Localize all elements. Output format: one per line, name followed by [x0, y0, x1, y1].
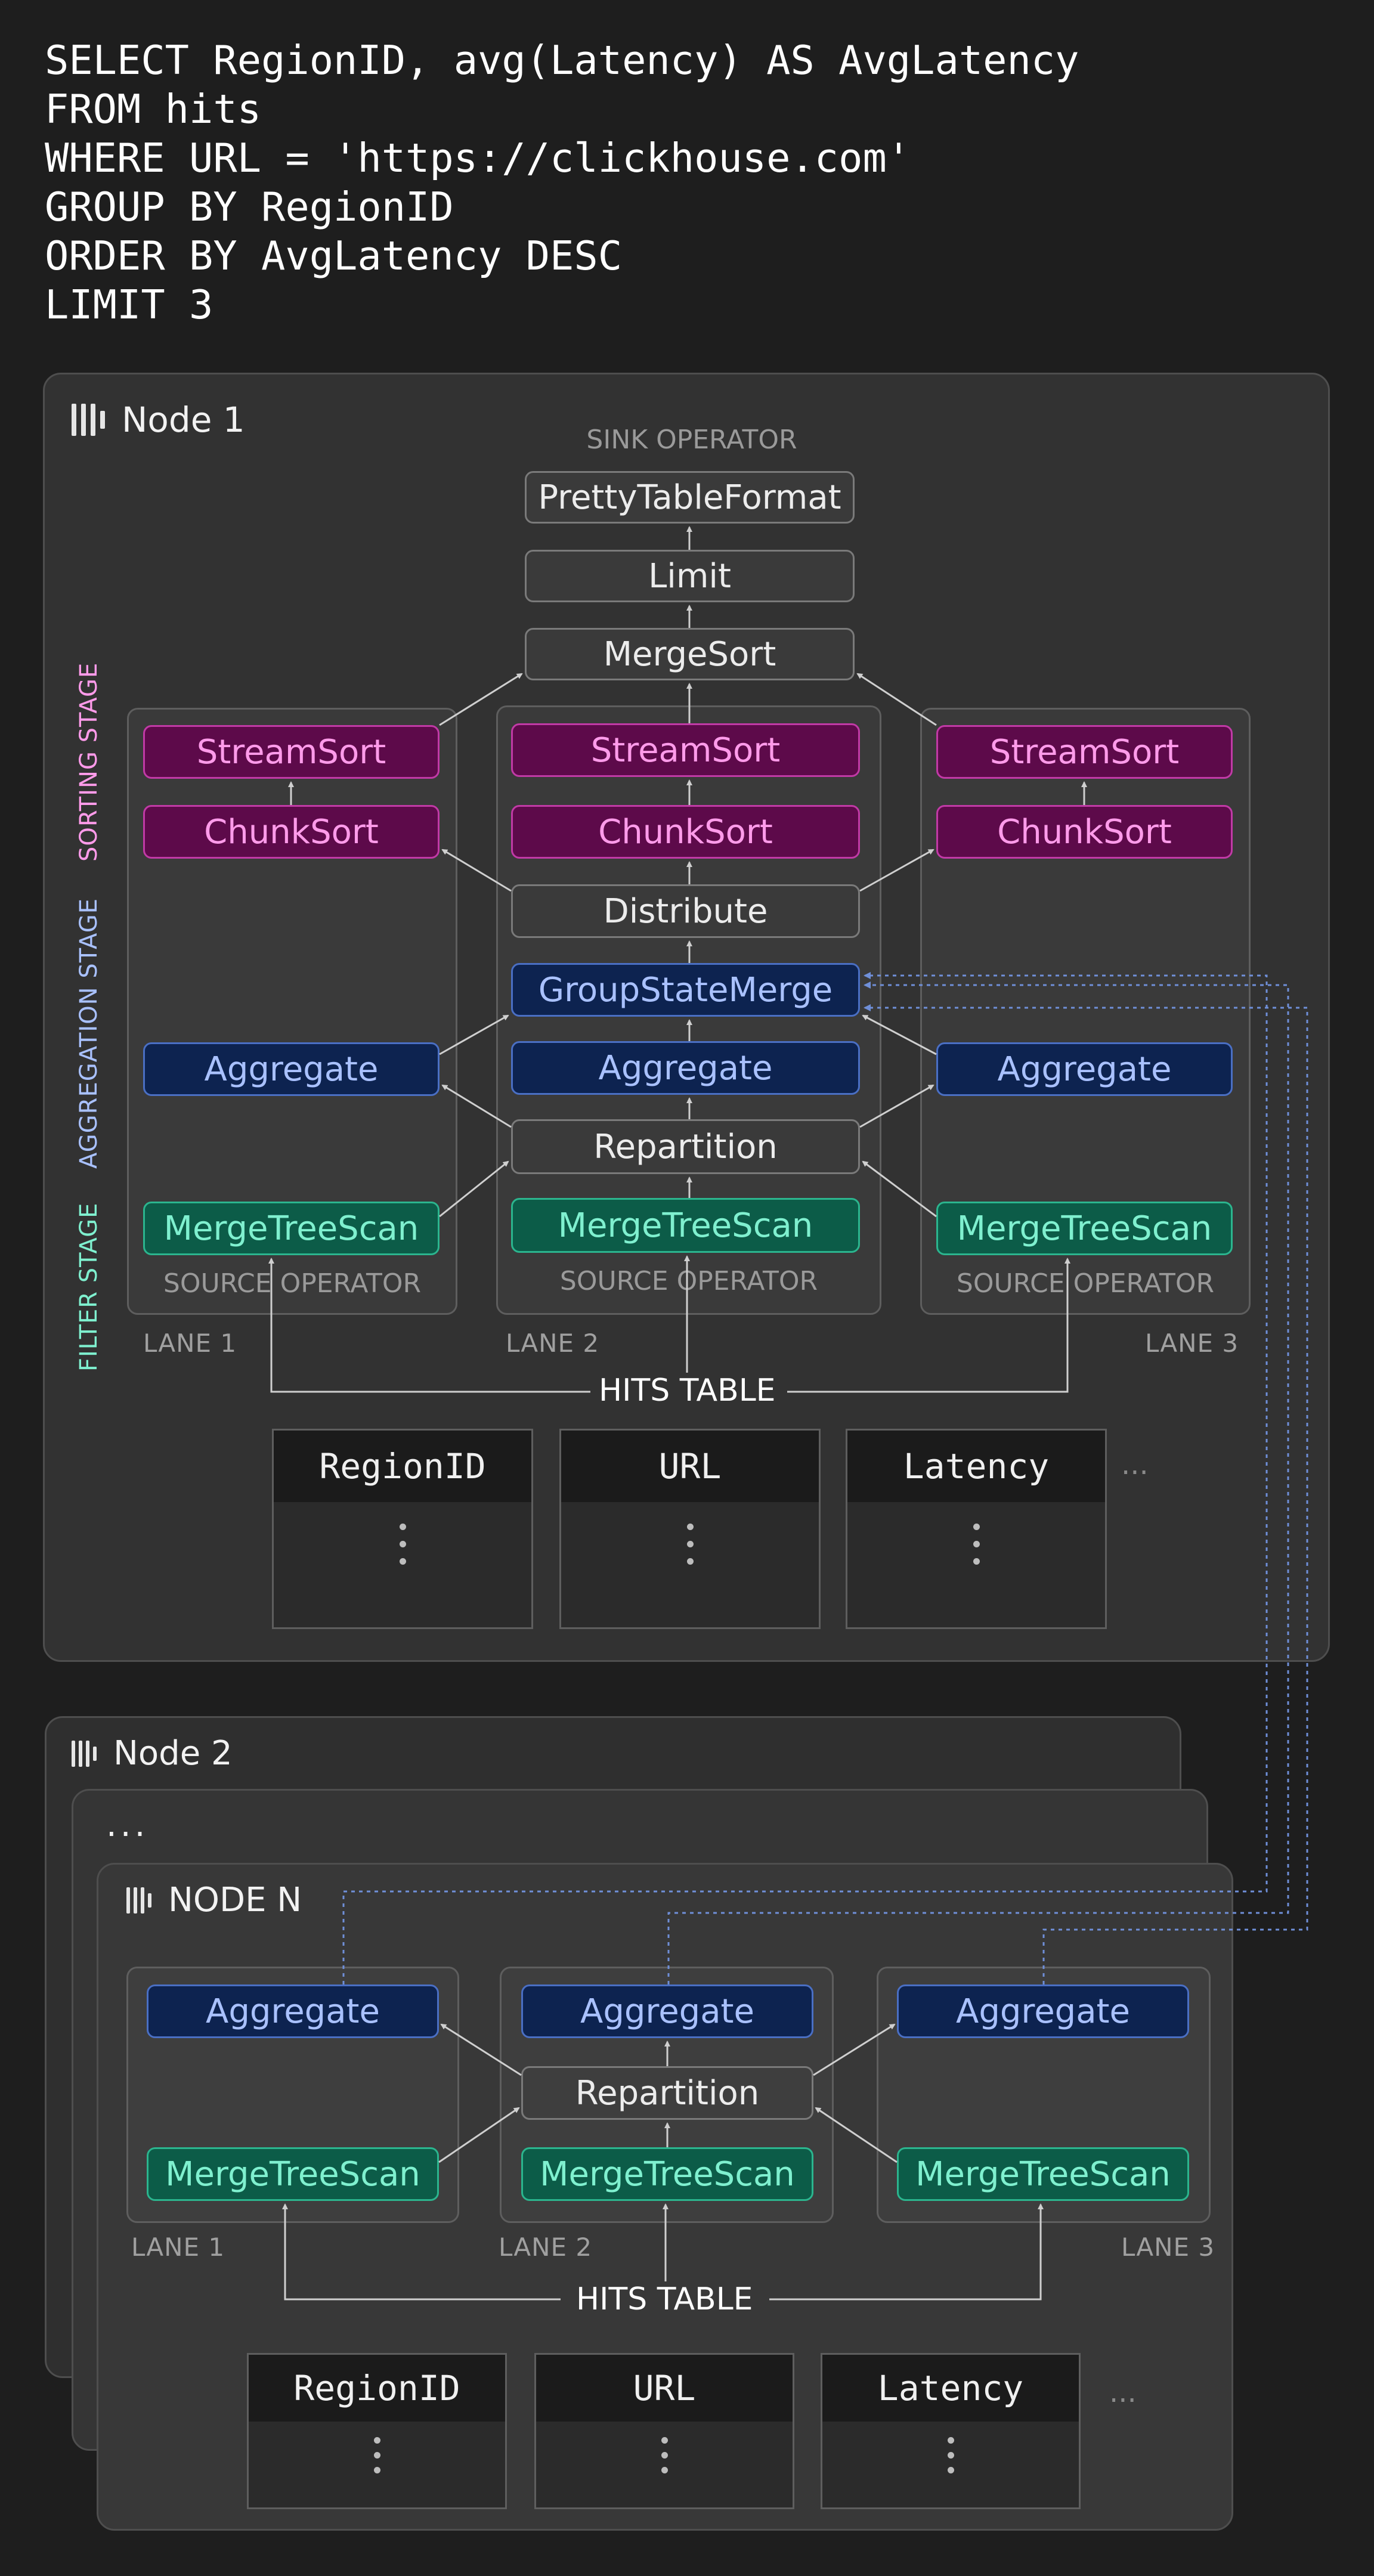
stream-sort-op: StreamSort	[511, 723, 860, 777]
sink-operator-label: SINK OPERATOR	[586, 425, 797, 455]
column-regionid: RegionID	[272, 1429, 533, 1629]
sql-line: WHERE URL = 'https://clickhouse.com'	[45, 135, 911, 181]
source-operator-label: SOURCE OPERATOR	[559, 1266, 818, 1296]
column-header: Latency	[847, 1431, 1105, 1502]
distribute-op: Distribute	[511, 884, 860, 938]
column-ellipsis	[536, 2422, 793, 2473]
columns-icon	[126, 1887, 155, 1914]
repartition-op: Repartition	[521, 2066, 813, 2120]
stream-sort-op: StreamSort	[936, 725, 1233, 779]
aggregate-op: Aggregate	[143, 1042, 440, 1096]
column-header: URL	[561, 1431, 819, 1502]
merge-tree-scan-op: MergeTreeScan	[143, 1202, 440, 1255]
chunk-sort-op: ChunkSort	[511, 805, 860, 859]
merge-tree-scan-op: MergeTreeScan	[511, 1198, 860, 1253]
column-header: URL	[536, 2355, 793, 2422]
source-operator-label: SOURCE OPERATOR	[956, 1268, 1215, 1299]
sql-line: ORDER BY AvgLatency DESC	[45, 233, 623, 279]
column-header: Latency	[822, 2355, 1079, 2422]
merge-tree-scan-op: MergeTreeScan	[936, 1202, 1233, 1255]
repartition-op: Repartition	[511, 1119, 860, 1174]
node-n-title-text: NODE N	[168, 1881, 302, 1919]
merge-tree-scan-op: MergeTreeScan	[147, 2147, 439, 2201]
lane-label: LANE 3	[1121, 2233, 1215, 2262]
columns-icon	[72, 1740, 100, 1767]
lane-label: LANE 1	[143, 1329, 237, 1358]
sql-line: SELECT RegionID, avg(Latency) AS AvgLate…	[45, 37, 1079, 83]
column-latency: Latency	[846, 1429, 1107, 1629]
column-url: URL	[559, 1429, 821, 1629]
limit-op: Limit	[525, 550, 855, 602]
column-regionid: RegionID	[247, 2353, 507, 2509]
chunk-sort-op: ChunkSort	[936, 805, 1233, 859]
source-operator-label: SOURCE OPERATOR	[163, 1268, 422, 1299]
lane-label: LANE 1	[131, 2233, 225, 2262]
node-1-connectors	[268, 526, 1087, 1393]
column-ellipsis	[561, 1502, 819, 1565]
sql-line: FROM hits	[45, 86, 262, 132]
column-header: RegionID	[274, 1431, 531, 1502]
column-ellipsis	[274, 1502, 531, 1565]
chunk-sort-op: ChunkSort	[143, 805, 440, 859]
merge-tree-scan-op: MergeTreeScan	[521, 2147, 813, 2201]
columns-icon	[72, 404, 109, 436]
sql-line: GROUP BY RegionID	[45, 184, 454, 230]
column-ellipsis	[249, 2422, 505, 2473]
stream-sort-op: StreamSort	[143, 725, 440, 779]
group-state-merge-op: GroupStateMerge	[511, 963, 860, 1017]
merge-tree-scan-op: MergeTreeScan	[897, 2147, 1189, 2201]
column-ellipsis	[822, 2422, 1079, 2473]
aggregate-op: Aggregate	[147, 1984, 439, 2038]
node-2-title: Node 2	[72, 1734, 233, 1773]
lane-label: LANE 2	[506, 1329, 600, 1358]
column-latency: Latency	[821, 2353, 1081, 2509]
lane-label: LANE 2	[499, 2233, 593, 2262]
node-1-title: Node 1	[72, 400, 245, 440]
node-2-title-text: Node 2	[113, 1734, 233, 1773]
aggregate-op: Aggregate	[521, 1984, 813, 2038]
sql-line: LIMIT 3	[45, 281, 213, 328]
hits-table-label: HITS TABLE	[568, 2281, 762, 2317]
hits-table-label: HITS TABLE	[590, 1373, 784, 1408]
aggregate-op: Aggregate	[897, 1984, 1189, 2038]
column-ellipsis	[847, 1502, 1105, 1565]
node-n-title: NODE N	[126, 1881, 302, 1919]
aggregate-op: Aggregate	[936, 1042, 1233, 1096]
aggregate-op: Aggregate	[511, 1041, 860, 1095]
sql-query: SELECT RegionID, avg(Latency) AS AvgLate…	[45, 36, 1079, 329]
node-1-title-text: Node 1	[122, 400, 245, 440]
column-header: RegionID	[249, 2355, 505, 2422]
pretty-table-format-op: PrettyTableFormat	[525, 471, 855, 524]
merge-sort-op: MergeSort	[525, 628, 855, 680]
column-url: URL	[534, 2353, 794, 2509]
more-columns-ellipsis: ...	[1121, 1448, 1149, 1481]
node-middle-title: ...	[106, 1806, 149, 1844]
more-columns-ellipsis: ...	[1109, 2376, 1137, 2409]
lane-label: LANE 3	[1145, 1329, 1239, 1358]
